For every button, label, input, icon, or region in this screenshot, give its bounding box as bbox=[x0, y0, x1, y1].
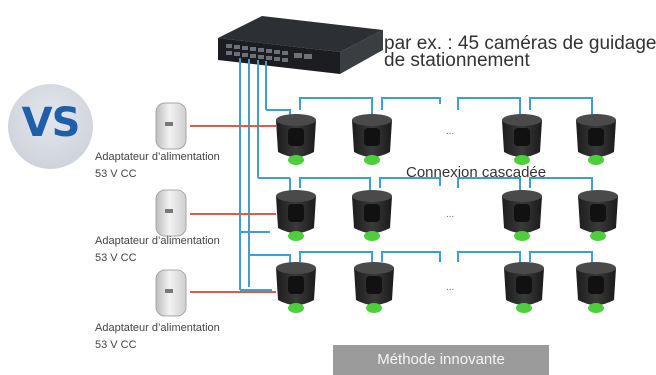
caption: par ex. : 45 caméras de guidage de stati… bbox=[384, 33, 656, 71]
guidance-camera bbox=[352, 114, 392, 165]
adapter-voltage: 53 V CC bbox=[95, 252, 137, 264]
guidance-camera bbox=[276, 114, 316, 165]
power-adapter bbox=[155, 102, 187, 150]
power-cables bbox=[190, 125, 276, 293]
status-led bbox=[288, 231, 304, 241]
guidance-camera bbox=[504, 262, 544, 313]
footer-label: Méthode innovante bbox=[333, 345, 549, 375]
cascade-label: Connexion cascadée bbox=[406, 164, 547, 181]
network-switch bbox=[218, 16, 383, 74]
guidance-camera bbox=[276, 190, 316, 241]
adapter-label: Adaptateur d’alimentation 53 V CC bbox=[95, 149, 220, 183]
adapter-voltage: 53 V CC bbox=[95, 168, 137, 180]
guidance-camera bbox=[576, 114, 616, 165]
status-led bbox=[514, 231, 530, 241]
status-led bbox=[516, 303, 532, 313]
guidance-camera bbox=[354, 262, 394, 313]
guidance-camera bbox=[352, 190, 392, 241]
guidance-camera bbox=[576, 262, 616, 313]
vs-badge-circle bbox=[8, 84, 93, 169]
adapter-name: Adaptateur d’alimentation bbox=[95, 322, 220, 334]
status-led bbox=[514, 155, 530, 165]
guidance-camera bbox=[276, 262, 316, 313]
status-led bbox=[588, 155, 604, 165]
status-led bbox=[288, 303, 304, 313]
power-adapter bbox=[155, 189, 187, 237]
status-led bbox=[366, 303, 382, 313]
adapter-label: Adaptateur d’alimentation 53 V CC bbox=[95, 233, 220, 267]
status-led bbox=[590, 231, 606, 241]
adapter-label: Adaptateur d’alimentation 53 V CC bbox=[95, 320, 220, 354]
adapter-voltage: 53 V CC bbox=[95, 339, 137, 351]
guidance-camera bbox=[578, 190, 618, 241]
guidance-camera bbox=[502, 114, 542, 165]
ellipsis: ... bbox=[446, 209, 454, 220]
ellipsis: ... bbox=[446, 126, 454, 137]
adapter-name: Adaptateur d’alimentation bbox=[95, 235, 220, 247]
status-led bbox=[364, 155, 380, 165]
status-led bbox=[588, 303, 604, 313]
ellipsis: ... bbox=[446, 282, 454, 293]
caption-line-2: de stationnement bbox=[384, 50, 530, 71]
vs-badge-text: VS bbox=[21, 100, 81, 146]
guidance-camera bbox=[502, 190, 542, 241]
power-adapter bbox=[155, 269, 187, 317]
camera-grid bbox=[276, 114, 618, 313]
caption-line-1: par ex. : 45 caméras de guidage bbox=[384, 33, 656, 54]
status-led bbox=[288, 155, 304, 165]
status-led bbox=[364, 231, 380, 241]
adapter-name: Adaptateur d’alimentation bbox=[95, 151, 220, 163]
